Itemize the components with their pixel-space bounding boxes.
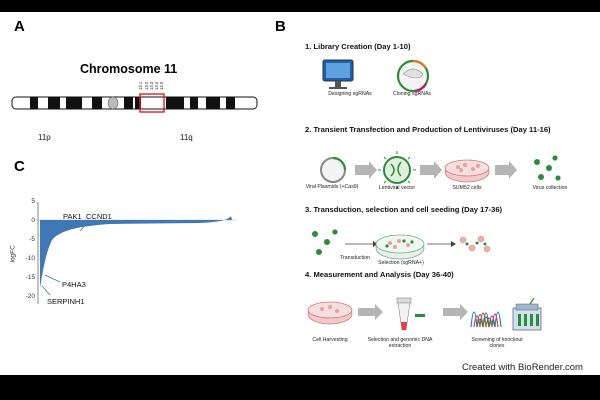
caption-sum52-cells: SUM52 cells	[452, 185, 482, 191]
y-tick: -5	[29, 236, 35, 243]
step-3-title: 3. Transduction, selection and cell seed…	[305, 205, 503, 214]
caption-virus-collection: Virus collection	[532, 185, 568, 191]
lentivirus-icon	[378, 151, 416, 189]
caption-cell-harvesting: Cell Harvesting	[312, 337, 348, 343]
sequencer-icon	[512, 297, 542, 331]
virus-particles-icon	[312, 229, 338, 255]
arm-p-label: 11p	[38, 133, 51, 142]
y-tick: -20	[25, 293, 35, 300]
cell-dish-icon	[444, 159, 490, 183]
caption-selection: Selection (sgRNA+)	[378, 260, 424, 266]
caption-viral-plasmids: Viral Plasmids (+Cas9)	[305, 184, 359, 190]
plasmid-cloning-icon	[396, 59, 430, 93]
band-label: 13.2	[144, 81, 149, 90]
virus-particles-icon	[534, 155, 561, 181]
transduced-dish-icon	[375, 234, 425, 260]
y-tick: 5	[31, 198, 35, 205]
step-2-title: 2. Transient Transfection and Production…	[305, 125, 551, 134]
band-label: 13.3	[149, 81, 154, 90]
panel-label-c: C	[14, 158, 25, 175]
tube-icon	[396, 297, 425, 331]
logfc-plot	[36, 202, 236, 304]
step-4-title: 4. Measurement and Analysis (Day 36-40)	[305, 270, 454, 279]
y-tick: 0	[31, 217, 35, 224]
cell-harvest-icon	[307, 301, 353, 325]
step-1-title: 1. Library Creation (Day 1-10)	[305, 42, 411, 51]
caption-lentiviral-vector: Lentiviral vector	[378, 185, 416, 191]
gene-label-pak1: PAK1	[63, 212, 82, 221]
logfc-bars	[40, 216, 232, 288]
band-label: 13.4	[154, 81, 159, 90]
caption-transduction: Transduction	[340, 255, 370, 261]
caption-screening: Screening of knockout clones	[471, 337, 523, 349]
workflow-illustrations	[307, 59, 561, 331]
viral-plasmid-icon	[320, 156, 347, 183]
arm-q-label: 11q	[180, 133, 193, 142]
band-label: 13.1	[138, 81, 143, 90]
gene-label-serpinh1: SERPINH1	[47, 297, 85, 306]
chromatogram-icon	[470, 311, 502, 328]
gene-label-p4ha3: P4HA3	[62, 280, 86, 289]
band-label: 13.5	[159, 81, 164, 90]
y-tick: -10	[25, 255, 35, 262]
highlight-box	[139, 93, 165, 113]
caption-cloning-sgrnas: Cloning sgRNAs	[392, 91, 432, 97]
gene-label-ccnd1: CCND1	[86, 212, 112, 221]
chromosome-title: Chromosome 11	[80, 62, 178, 76]
caption-dna-extraction: Selection and genomic DNA extraction	[367, 337, 433, 349]
footer-credit: Created with BioRender.com	[462, 362, 583, 373]
figure-canvas: A B C Chromosome 11 13.1 13.2 13.3 13.4 …	[0, 12, 600, 375]
y-tick: -15	[25, 274, 35, 281]
caption-designing-sgrnas: Designing sgRNAs	[328, 91, 372, 97]
chromosome-ideogram: 13.1 13.2 13.3 13.4 13.5	[11, 81, 258, 113]
panel-label-a: A	[14, 18, 25, 35]
selected-cells-icon	[459, 235, 491, 253]
panel-label-b: B	[275, 18, 286, 35]
monitor-icon	[322, 59, 354, 89]
